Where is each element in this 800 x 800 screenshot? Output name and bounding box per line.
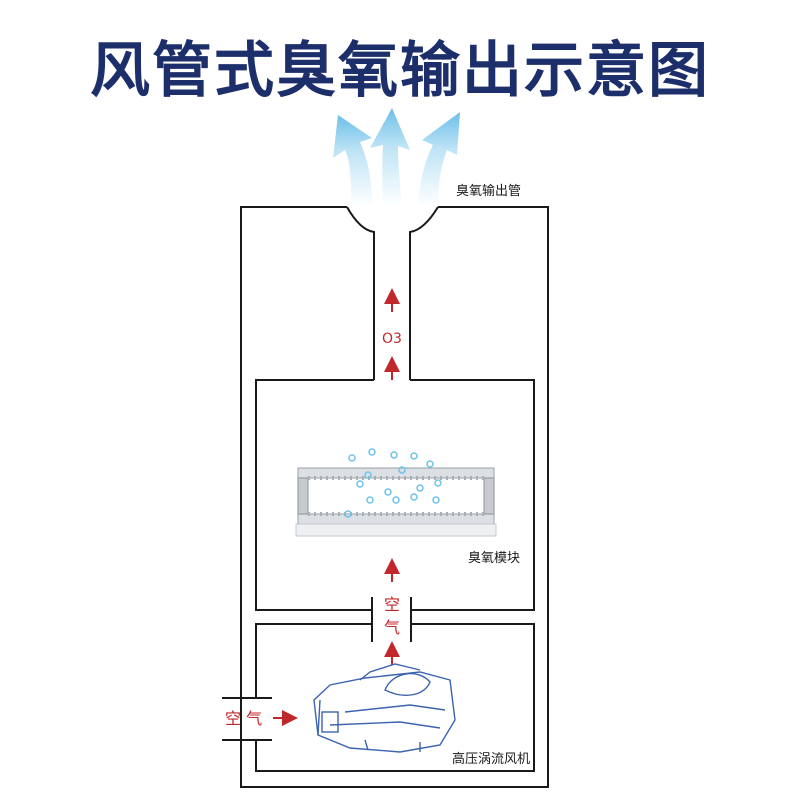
air-vertical-label-2: 气 (384, 618, 400, 637)
ozone-bubbles (344, 448, 442, 518)
ozone-outflow-arrows (333, 108, 460, 206)
blower-chamber-outline (255, 623, 535, 772)
module-base (295, 523, 497, 537)
ozone-arrow-center (370, 108, 410, 206)
page-title: 风管式臭氧输出示意图 (90, 36, 710, 106)
module-label: 臭氧模块 (468, 551, 520, 566)
output-neck-left (346, 206, 375, 380)
module-left-spring (297, 477, 309, 515)
module-chamber-outline (255, 379, 535, 611)
blower-label: 高压涡流风机 (452, 751, 530, 767)
output-pipe-label: 臭氧输出管 (456, 183, 521, 199)
air-inlet-duct (222, 697, 272, 741)
ozone-module-graphic (295, 467, 497, 537)
outer-housing-outline (240, 206, 549, 788)
module-top-plate (297, 467, 495, 479)
output-neck-right (409, 206, 439, 380)
module-right-spring (483, 477, 495, 515)
air-inlet-label: 空 气 (225, 709, 262, 728)
ozone-arrow-right (418, 112, 460, 206)
ozone-arrow-left (333, 115, 372, 206)
air-vertical-label-1: 空 (384, 595, 400, 614)
vortex-blower-graphic (313, 663, 456, 753)
o3-label: O3 (382, 331, 402, 347)
